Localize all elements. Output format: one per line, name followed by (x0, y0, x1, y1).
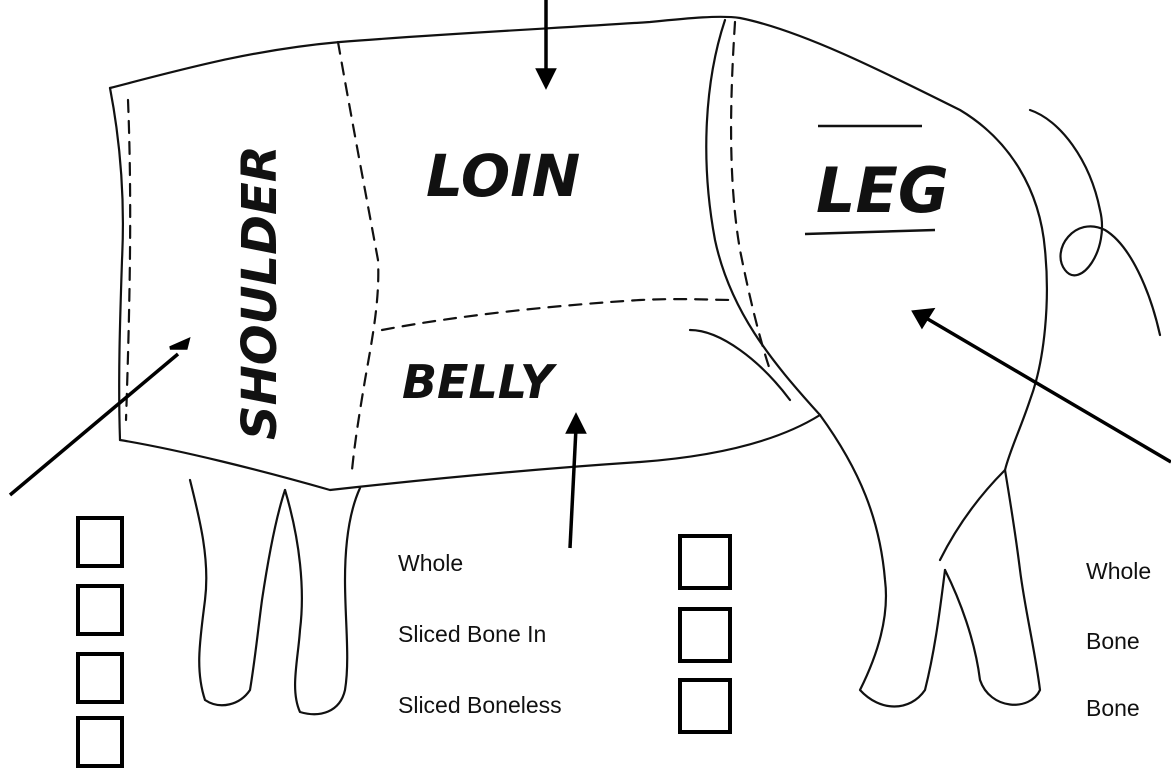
label-leg: LEG (816, 154, 949, 227)
front-leg (190, 480, 285, 705)
option-right-bone-1: Bone (1086, 630, 1140, 653)
label-loin: LOIN (426, 142, 580, 210)
option-whole: Whole (398, 552, 463, 575)
belly-cut-line (382, 299, 735, 330)
leg-cut-line (731, 22, 770, 370)
label-shoulder: SHOULDER (232, 145, 288, 440)
front-dashed-line (126, 100, 130, 420)
checkbox-middle-3[interactable] (678, 678, 732, 734)
shoulder-arrow (10, 354, 178, 495)
checkbox-left-2[interactable] (76, 584, 124, 636)
checkbox-left-3[interactable] (76, 652, 124, 704)
option-right-bone-2: Bone (1086, 697, 1140, 720)
tail (1030, 110, 1160, 335)
checkbox-middle-1[interactable] (678, 534, 732, 590)
leg-arrow (926, 318, 1171, 462)
belly-arrow (570, 428, 576, 548)
checkbox-middle-2[interactable] (678, 607, 732, 663)
hind-leg (820, 415, 945, 707)
option-right-whole: Whole (1086, 560, 1151, 583)
checkbox-left-1[interactable] (76, 516, 124, 568)
option-sliced-boneless: Sliced Boneless (398, 694, 562, 717)
option-sliced-bone-in: Sliced Bone In (398, 623, 546, 646)
pig-cut-diagram: LOIN LEG BELLY SHOULDER Whole Sliced Bon… (0, 0, 1171, 724)
label-belly: BELLY (402, 355, 558, 409)
shoulder-cut-line (338, 42, 378, 470)
pig-outline: LOIN LEG BELLY SHOULDER (0, 0, 1171, 724)
